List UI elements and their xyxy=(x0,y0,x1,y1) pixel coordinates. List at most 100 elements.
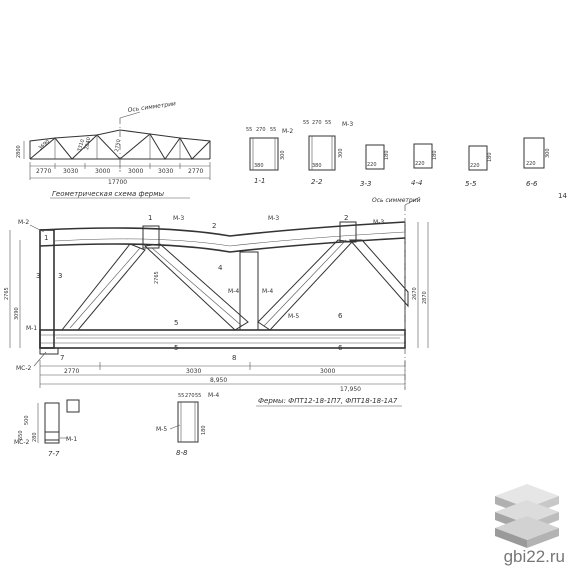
cut-1b: 1 xyxy=(148,214,152,222)
sec3-width: 220 xyxy=(367,162,377,168)
scheme-diag-4: 2750 xyxy=(114,139,122,153)
sec2-label: 2-2 xyxy=(311,178,323,186)
mark-m5: М-5 xyxy=(288,313,299,320)
scheme-caption: Геометрическая схема фермы xyxy=(52,190,165,198)
main-axis-label: Ось симметрии xyxy=(372,197,421,204)
scheme-panel-4: 3000 xyxy=(128,168,143,175)
sec8-dim-c: 55 xyxy=(195,393,201,399)
sec7-mark-m1: М-1 xyxy=(66,436,77,443)
cut-3a: 3 xyxy=(36,272,40,280)
bottom-dim-2: 3030 xyxy=(186,368,201,375)
sec1-dim-c: 55 xyxy=(270,127,276,133)
main-caption: Фермы: ФПТ12-18-1П7, ФПТ18-18-1А7 xyxy=(258,397,398,405)
section-1-1: 55 270 55 М-2 300 380 1-1 xyxy=(246,127,293,185)
sec2-width: 380 xyxy=(312,163,322,169)
section-3-3: 180 220 3-3 xyxy=(360,144,390,188)
section-2-2: 55 270 55 М-3 300 380 2-2 xyxy=(303,120,353,186)
left-height-1: 2765 xyxy=(4,287,10,300)
scheme-overall: 17700 xyxy=(108,179,127,186)
right-height-2: 2870 xyxy=(422,291,428,304)
scheme-diag-3: 2840 xyxy=(84,137,92,151)
sec5-height: 180 xyxy=(487,152,493,162)
section-6-6: 300 220 6-6 xyxy=(523,137,551,188)
sec2-dim-a: 55 xyxy=(303,120,309,126)
sec1-label: 1-1 xyxy=(254,177,265,185)
truss-main-view: Ось симметрии М-2 М-3 М-3 М-3 М-4 М-4 М-… xyxy=(4,196,429,407)
cut-5b: 5 xyxy=(174,344,178,352)
sec6-width: 220 xyxy=(526,161,536,167)
sec2-dim-b: 270 xyxy=(312,120,322,126)
sec7-dim-3: 650 xyxy=(18,430,24,440)
page-mark: 14 xyxy=(558,192,567,200)
sec1-height: 300 xyxy=(280,150,286,160)
scheme-diag-2: 3310 xyxy=(76,139,86,153)
section-8-8: 55 270 55 М-4 М-5 180 8-8 xyxy=(156,392,219,457)
cut-4: 4 xyxy=(218,264,223,272)
scheme-height: 2800 xyxy=(16,145,22,158)
bottom-dim-1: 2770 xyxy=(64,368,79,375)
sec7-label: 7-7 xyxy=(48,450,60,458)
sec3-label: 3-3 xyxy=(360,180,371,188)
sec4-label: 4-4 xyxy=(411,179,422,187)
scheme-diag-1: 3690 xyxy=(37,139,51,152)
cut-8: 8 xyxy=(232,354,236,362)
cut-2: 2 xyxy=(212,222,216,230)
cut-6b: 6 xyxy=(338,344,343,352)
bottom-dim-overall: 17,950 xyxy=(340,386,361,393)
mark-m3-a: М-3 xyxy=(173,215,184,222)
cut-7: 7 xyxy=(60,354,64,362)
sec4-height: 180 xyxy=(432,150,438,160)
sec1-mark: М-2 xyxy=(282,128,293,135)
sec8-label: 8-8 xyxy=(176,449,188,457)
sec8-height: 180 xyxy=(201,425,207,435)
sec2-dim-c: 55 xyxy=(325,120,331,126)
mark-m1: М-1 xyxy=(26,325,37,332)
sec8-mark-m4: М-4 xyxy=(208,392,219,399)
sec6-label: 6-6 xyxy=(526,180,538,188)
bottom-dim-3: 3000 xyxy=(320,368,335,375)
cut-3b: 3 xyxy=(58,272,62,280)
sec5-label: 5-5 xyxy=(465,180,477,188)
watermark-site: gbi22.ru xyxy=(503,547,565,566)
sec8-dim-b: 270 xyxy=(185,393,195,399)
scheme-panel-1: 2770 xyxy=(36,168,51,175)
sec1-dim-b: 270 xyxy=(256,127,266,133)
sec7-dim-1: 500 xyxy=(24,415,30,425)
sec1-width: 380 xyxy=(254,163,264,169)
mark-m2: М-2 xyxy=(18,219,29,226)
left-height-2: 3090 xyxy=(14,307,20,320)
geometry-scheme: Ось симметрии 2800 3690 3310 2840 2750 2… xyxy=(16,100,211,199)
sec2-mark: М-3 xyxy=(342,121,353,128)
scheme-panel-3: 3000 xyxy=(95,168,110,175)
mark-m3-b: М-3 xyxy=(268,215,279,222)
mark-m4-a: М-4 xyxy=(228,288,239,295)
sec7-mark-mc2: МС-2 xyxy=(14,439,30,446)
section-7-7: 500 280 650 М-1 МС-2 7-7 xyxy=(14,399,80,458)
sec8-mark-m5: М-5 xyxy=(156,426,167,433)
sec7-dim-2: 280 xyxy=(32,432,38,442)
sec3-height: 180 xyxy=(384,150,390,160)
cut-2b: 2 xyxy=(344,214,348,222)
sec2-height: 300 xyxy=(338,148,344,158)
gbi22-logo-icon xyxy=(495,484,559,548)
scheme-panel-5: 3030 xyxy=(158,168,173,175)
scheme-panel-2: 3030 xyxy=(63,168,78,175)
section-5-5: 180 220 5-5 xyxy=(465,145,493,188)
mark-m3-c: М-3 xyxy=(373,219,384,226)
scheme-panel-6: 2770 xyxy=(188,168,203,175)
section-4-4: 180 220 4-4 xyxy=(411,143,438,187)
sec4-width: 220 xyxy=(415,161,425,167)
sec5-width: 220 xyxy=(470,163,480,169)
scheme-axis-label: Ось симметрии xyxy=(127,100,176,114)
cut-6a: 6 xyxy=(338,312,343,320)
mark-m4-b: М-4 xyxy=(262,288,273,295)
bottom-dim-half: 8,950 xyxy=(210,377,227,384)
cut-1: 1 xyxy=(44,234,48,242)
mid-height: 2765 xyxy=(154,271,160,284)
cut-5a: 5 xyxy=(174,319,178,327)
sec6-height: 300 xyxy=(545,148,551,158)
sec1-dim-a: 55 xyxy=(246,127,252,133)
mark-mc2: МС-2 xyxy=(16,365,32,372)
sec8-dim-a: 55 xyxy=(178,393,184,399)
